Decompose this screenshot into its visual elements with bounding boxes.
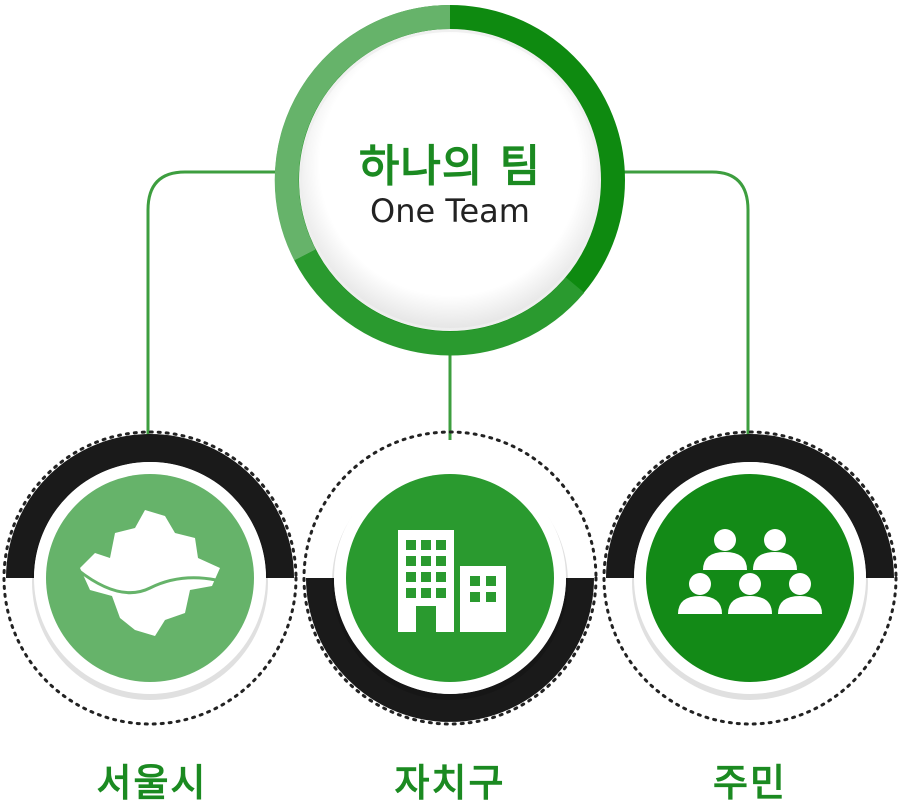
center-title: 하나의 팀 [358, 141, 542, 192]
node-office-buildings [302, 430, 598, 726]
node-label-residents: 주민 [713, 761, 787, 805]
office-buildings-icon [398, 530, 506, 632]
node-people-group [602, 430, 898, 726]
node-label-seoul: 서울시 [96, 761, 208, 805]
node-seoul-map [2, 430, 298, 726]
seoul-map-icon [77, 510, 220, 636]
connector-left [146, 170, 278, 440]
center-ring [274, 4, 626, 358]
node-label-district: 자치구 [394, 761, 506, 805]
connector-right [622, 170, 750, 440]
center-subtitle: One Team [370, 192, 530, 230]
connector-lines [146, 170, 750, 440]
node-circles [2, 430, 898, 726]
people-group-icon [678, 529, 822, 614]
